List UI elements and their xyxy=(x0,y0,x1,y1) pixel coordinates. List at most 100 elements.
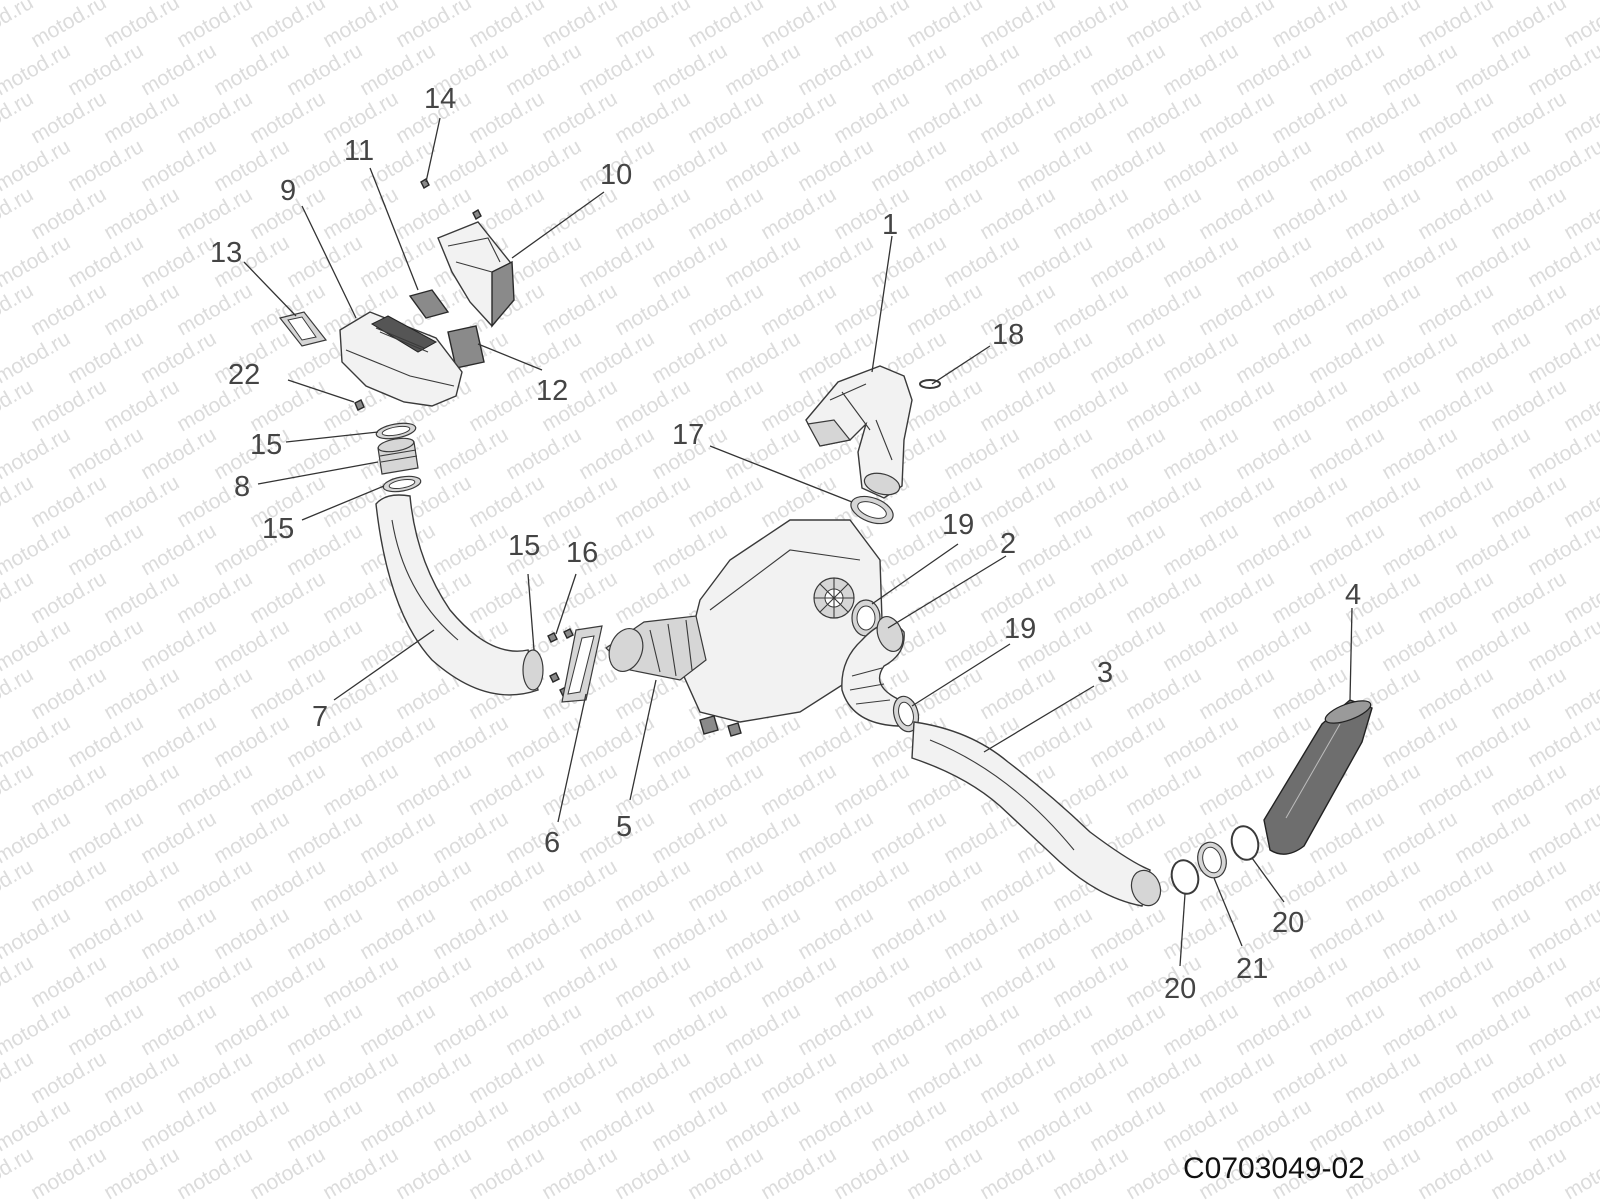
watermark-text: motod.ru xyxy=(1086,423,1169,484)
watermark-text: motod.ru xyxy=(867,39,950,100)
watermark-text: motod.ru xyxy=(392,1143,475,1200)
watermark-text: motod.ru xyxy=(976,87,1059,148)
watermark-text: motod.ru xyxy=(64,807,147,868)
watermark-text: motod.ru xyxy=(903,855,986,916)
watermark-text: motod.ru xyxy=(1451,231,1534,292)
part-22-screw xyxy=(354,399,365,411)
watermark-text: motod.ru xyxy=(1195,1047,1278,1108)
watermark-text: motod.ru xyxy=(648,807,731,868)
watermark-text: motod.ru xyxy=(721,327,804,388)
watermark-text: motod.ru xyxy=(575,1095,658,1156)
watermark-text: motod.ru xyxy=(648,1095,731,1156)
watermark-text: motod.ru xyxy=(1268,279,1351,340)
leader-6 xyxy=(557,693,587,823)
watermark-text: motod.ru xyxy=(830,759,913,820)
part-15-clamp-lower xyxy=(382,475,422,493)
watermark-text: motod.ru xyxy=(794,999,877,1060)
part-12-filter-pad xyxy=(447,325,485,369)
watermark-text: motod.ru xyxy=(684,1047,767,1108)
watermark-text: motod.ru xyxy=(465,471,548,532)
watermark-text: motod.ru xyxy=(173,855,256,916)
watermark-text: motod.ru xyxy=(1086,231,1169,292)
watermark-text: motod.ru xyxy=(684,855,767,916)
watermark-text: motod.ru xyxy=(27,279,110,340)
watermark-text: motod.ru xyxy=(538,0,621,52)
watermark-text: motod.ru xyxy=(1049,1143,1132,1200)
watermark-text: motod.ru xyxy=(1524,999,1600,1060)
callout-19b: 19 xyxy=(1004,613,1036,645)
watermark-text: motod.ru xyxy=(1451,999,1534,1060)
watermark-text: motod.ru xyxy=(794,1095,877,1156)
watermark-text: motod.ru xyxy=(319,759,402,820)
watermark-text: motod.ru xyxy=(64,423,147,484)
watermark-text: motod.ru xyxy=(1013,231,1096,292)
watermark-text: motod.ru xyxy=(1414,375,1497,436)
watermark-text: motod.ru xyxy=(721,999,804,1060)
watermark-text: motod.ru xyxy=(64,615,147,676)
watermark-text: motod.ru xyxy=(1086,711,1169,772)
watermark-text: motod.ru xyxy=(210,999,293,1060)
callout-21: 21 xyxy=(1236,953,1268,985)
watermark-text: motod.ru xyxy=(246,951,329,1012)
watermark-text: motod.ru xyxy=(1341,1047,1424,1108)
watermark-text: motod.ru xyxy=(1451,135,1534,196)
leader-20a xyxy=(1179,893,1186,967)
watermark-text: motod.ru xyxy=(356,1095,439,1156)
watermark-text: motod.ru xyxy=(538,87,621,148)
watermark-text: motod.ru xyxy=(1524,39,1600,100)
part-20-ring-lower xyxy=(1170,859,1200,895)
watermark-text: motod.ru xyxy=(684,951,767,1012)
watermark-text: motod.ru xyxy=(1159,135,1242,196)
watermark-text: motod.ru xyxy=(1049,279,1132,340)
watermark-text: motod.ru xyxy=(1305,999,1388,1060)
part-10-duct-cover xyxy=(437,221,515,328)
watermark-text: motod.ru xyxy=(721,807,804,868)
watermark-text: motod.ru xyxy=(27,0,110,52)
watermark-text: motod.ru xyxy=(1195,0,1278,52)
watermark-text: motod.ru xyxy=(465,87,548,148)
watermark-text: motod.ru xyxy=(867,135,950,196)
callout-9: 9 xyxy=(280,175,296,207)
watermark-text: motod.ru xyxy=(830,951,913,1012)
watermark-text: motod.ru xyxy=(721,135,804,196)
watermark-text: motod.ru xyxy=(1451,519,1534,580)
part-1-upper-duct xyxy=(805,365,913,499)
watermark-text: motod.ru xyxy=(137,423,220,484)
watermark-text: motod.ru xyxy=(611,855,694,916)
watermark-text: motod.ru xyxy=(1305,39,1388,100)
watermark-text: motod.ru xyxy=(1195,663,1278,724)
watermark-text: motod.ru xyxy=(1268,87,1351,148)
watermark-text: motod.ru xyxy=(1122,663,1205,724)
watermark-text: motod.ru xyxy=(1049,87,1132,148)
watermark-text: motod.ru xyxy=(173,87,256,148)
leader-10 xyxy=(511,191,605,259)
watermark-text: motod.ru xyxy=(903,1143,986,1200)
watermark-text: motod.ru xyxy=(684,471,767,532)
watermark-text: motod.ru xyxy=(1524,327,1600,388)
callout-19a: 19 xyxy=(942,509,974,541)
watermark-text: motod.ru xyxy=(1232,135,1315,196)
watermark-text: motod.ru xyxy=(1159,231,1242,292)
watermark-text: motod.ru xyxy=(1451,903,1534,964)
watermark-text: motod.ru xyxy=(1487,1143,1570,1200)
watermark-text: motod.ru xyxy=(1524,903,1600,964)
watermark-text: motod.ru xyxy=(794,711,877,772)
watermark-text: motod.ru xyxy=(137,327,220,388)
watermark-text: motod.ru xyxy=(575,39,658,100)
part-8-sleeve xyxy=(377,437,419,475)
watermark-text: motod.ru xyxy=(1524,231,1600,292)
watermark-text: motod.ru xyxy=(1122,759,1205,820)
callout-15a: 15 xyxy=(250,429,282,461)
watermark-text: motod.ru xyxy=(64,39,147,100)
watermark-text: motod.ru xyxy=(1451,711,1534,772)
watermark-text: motod.ru xyxy=(173,1047,256,1108)
watermark-text: motod.ru xyxy=(684,279,767,340)
watermark-text: motod.ru xyxy=(1414,0,1497,52)
watermark-text: motod.ru xyxy=(1195,87,1278,148)
part-13-gasket xyxy=(278,311,328,347)
watermark-text: motod.ru xyxy=(27,471,110,532)
watermark-text: motod.ru xyxy=(940,999,1023,1060)
watermark-text: motod.ru xyxy=(1159,423,1242,484)
watermark-text: motod.ru xyxy=(1268,567,1351,628)
watermark-text: motod.ru xyxy=(940,39,1023,100)
